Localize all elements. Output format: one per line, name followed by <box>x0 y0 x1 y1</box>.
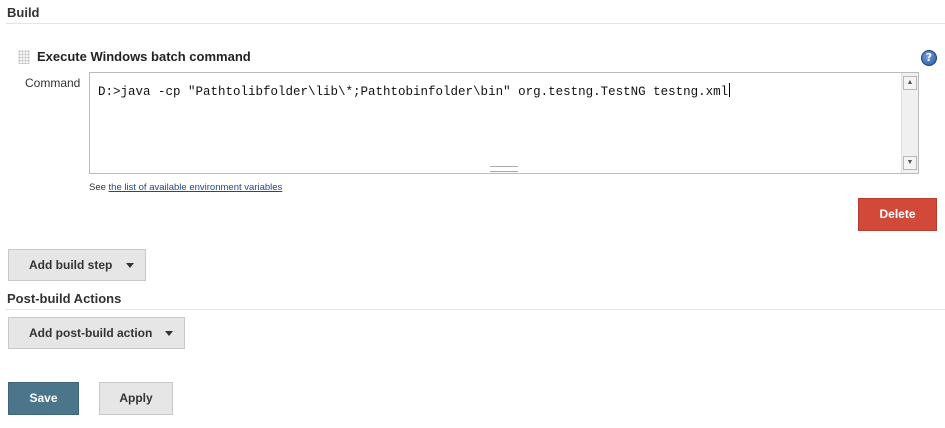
add-post-build-action-label: Add post-build action <box>29 326 153 340</box>
drag-handle-icon[interactable] <box>18 50 30 64</box>
save-button[interactable]: Save <box>8 382 79 415</box>
add-post-build-action-button[interactable]: Add post-build action <box>8 317 185 349</box>
build-section-title: Build <box>7 5 40 20</box>
env-note-prefix: See <box>89 182 106 193</box>
textarea-resize-handle[interactable] <box>490 166 518 172</box>
post-build-section-divider <box>6 309 945 310</box>
add-build-step-label: Add build step <box>29 258 113 272</box>
text-cursor <box>729 83 731 97</box>
textarea-scrollbar[interactable]: ▲ ▼ <box>901 73 918 173</box>
help-icon[interactable]: ? <box>921 50 937 66</box>
command-label: Command <box>25 76 81 90</box>
scroll-down-icon[interactable]: ▼ <box>903 156 917 170</box>
build-section-divider <box>6 23 945 24</box>
chevron-down-icon <box>165 331 173 336</box>
env-variables-note: See the list of available environment va… <box>89 182 282 193</box>
add-build-step-button[interactable]: Add build step <box>8 249 146 281</box>
chevron-down-icon <box>126 263 134 268</box>
scroll-up-icon[interactable]: ▲ <box>903 76 917 90</box>
delete-button[interactable]: Delete <box>858 198 937 231</box>
build-step-title: Execute Windows batch command <box>37 49 251 64</box>
post-build-section-title: Post-build Actions <box>7 291 122 306</box>
env-variables-link[interactable]: the list of available environment variab… <box>108 182 283 193</box>
command-textarea[interactable]: D:>java -cp "Pathtolibfolder\lib\*;Patht… <box>89 72 919 174</box>
command-text: D:>java -cp "Pathtolibfolder\lib\*;Patht… <box>98 85 729 99</box>
apply-button[interactable]: Apply <box>99 382 173 415</box>
